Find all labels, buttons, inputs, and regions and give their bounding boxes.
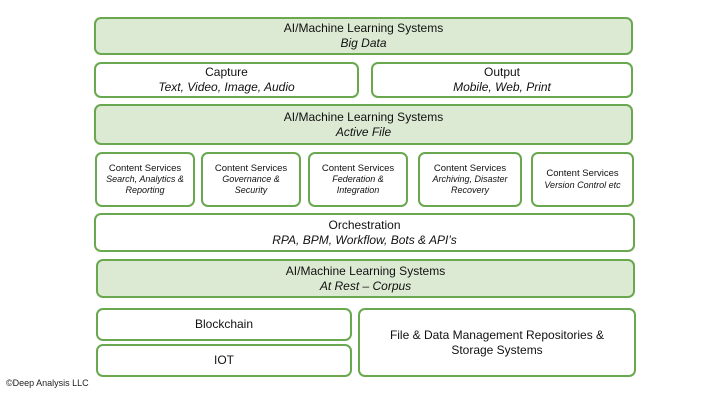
output-title: Output xyxy=(483,65,521,79)
repositories-label-line: File & Data Management Repositories & xyxy=(389,327,605,342)
orchestration-title: Orchestration xyxy=(328,217,401,232)
output-subtitle: Mobile, Web, Print xyxy=(453,80,551,94)
content-services-detail: Search, Analytics & xyxy=(106,173,184,184)
blockchain-box: Blockchain xyxy=(96,308,352,341)
output-box: Output Mobile, Web, Print xyxy=(371,62,633,98)
content-services-version-control-box: Content Services Version Control etc xyxy=(531,152,634,207)
content-services-detail: Archiving, Disaster xyxy=(432,173,508,184)
content-services-detail: Governance & xyxy=(222,173,280,184)
content-services-detail: Integration xyxy=(336,185,380,196)
iot-box: IOT xyxy=(96,344,352,377)
orchestration-box: Orchestration RPA, BPM, Workflow, Bots &… xyxy=(94,213,635,252)
capture-title: Capture xyxy=(205,65,248,79)
content-services-archiving-box: Content Services Archiving, Disaster Rec… xyxy=(418,152,522,207)
content-services-detail: Reporting xyxy=(125,185,165,196)
capture-box: Capture Text, Video, Image, Audio xyxy=(94,62,359,98)
content-services-detail: Federation & xyxy=(332,173,384,184)
content-services-title: Content Services xyxy=(108,162,182,174)
copyright-text: ©Deep Analysis LLC xyxy=(6,378,89,388)
at-rest-title: AI/Machine Learning Systems xyxy=(285,263,446,278)
iot-label: IOT xyxy=(214,353,234,367)
content-services-title: Content Services xyxy=(321,162,395,174)
content-services-detail: Recovery xyxy=(450,185,489,196)
big-data-subtitle: Big Data xyxy=(340,36,387,50)
repositories-label-line: Storage Systems xyxy=(451,342,543,357)
blockchain-label: Blockchain xyxy=(194,317,254,331)
orchestration-subtitle: RPA, BPM, Workflow, Bots & API’s xyxy=(272,232,457,247)
content-services-title: Content Services xyxy=(214,162,288,174)
capture-subtitle: Text, Video, Image, Audio xyxy=(158,80,295,94)
content-services-detail: Security xyxy=(234,185,268,196)
repositories-box: File & Data Management Repositories & St… xyxy=(358,308,636,377)
at-rest-subtitle: At Rest – Corpus xyxy=(319,278,412,293)
content-services-governance-box: Content Services Governance & Security xyxy=(201,152,301,207)
big-data-title: AI/Machine Learning Systems xyxy=(283,21,444,35)
active-file-title: AI/Machine Learning Systems xyxy=(283,109,444,124)
ai-ml-at-rest-box: AI/Machine Learning Systems At Rest – Co… xyxy=(96,259,635,298)
content-services-title: Content Services xyxy=(546,168,619,180)
ai-ml-active-file-box: AI/Machine Learning Systems Active File xyxy=(94,104,633,145)
active-file-subtitle: Active File xyxy=(335,124,392,139)
content-services-title: Content Services xyxy=(433,162,507,174)
content-services-search-box: Content Services Search, Analytics & Rep… xyxy=(95,152,195,207)
content-services-federation-box: Content Services Federation & Integratio… xyxy=(308,152,408,207)
content-services-detail: Version Control etc xyxy=(544,179,621,190)
ai-ml-big-data-box: AI/Machine Learning Systems Big Data xyxy=(94,17,633,55)
